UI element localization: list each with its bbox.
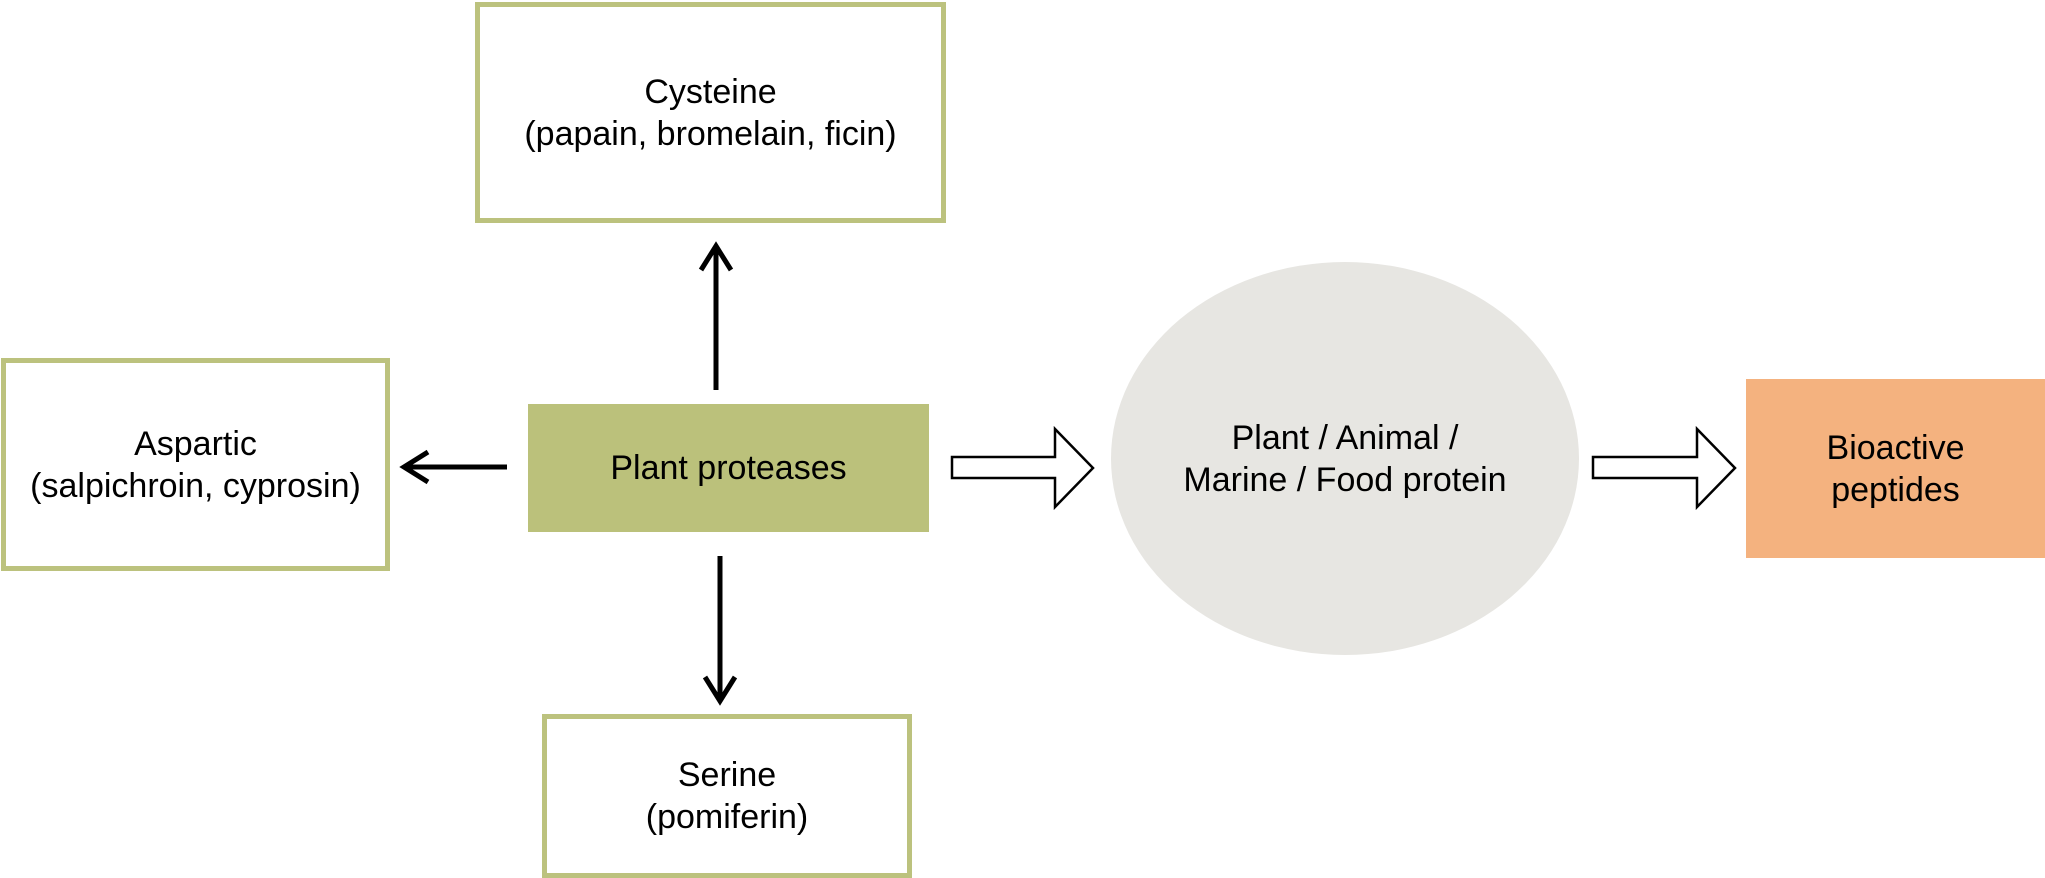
serine-box: Serine (pomiferin) — [542, 714, 912, 878]
aspartic-title: Aspartic — [134, 424, 257, 463]
plant-proteases-box: Plant proteases — [528, 404, 929, 532]
serine-title: Serine — [677, 756, 777, 794]
protein-source-line1: Plant / Animal / — [1231, 418, 1459, 457]
plant-proteases-label: Plant proteases — [610, 449, 847, 487]
block-arrow-right-icon — [1591, 425, 1737, 511]
aspartic-examples: (salpichroin, cyprosin) — [30, 466, 361, 505]
bioactive-line2: peptides — [1831, 470, 1960, 509]
aspartic-box: Aspartic (salpichroin, cyprosin) — [1, 358, 390, 571]
bioactive-peptides-box: Bioactive peptides — [1746, 379, 2045, 558]
protein-source-ellipse: Plant / Animal / Marine / Food protein — [1111, 262, 1579, 655]
cysteine-title: Cysteine — [644, 72, 777, 111]
block-arrow-right-icon — [950, 425, 1095, 511]
protein-source-line2: Marine / Food protein — [1183, 460, 1507, 499]
serine-examples: (pomiferin) — [645, 798, 809, 836]
bioactive-line1: Bioactive — [1826, 428, 1965, 467]
arrow-up-icon — [698, 241, 734, 390]
cysteine-examples: (papain, bromelain, ficin) — [524, 114, 897, 153]
arrow-down-icon — [702, 556, 738, 706]
arrow-left-icon — [399, 449, 507, 485]
cysteine-box: Cysteine (papain, bromelain, ficin) — [475, 2, 946, 223]
